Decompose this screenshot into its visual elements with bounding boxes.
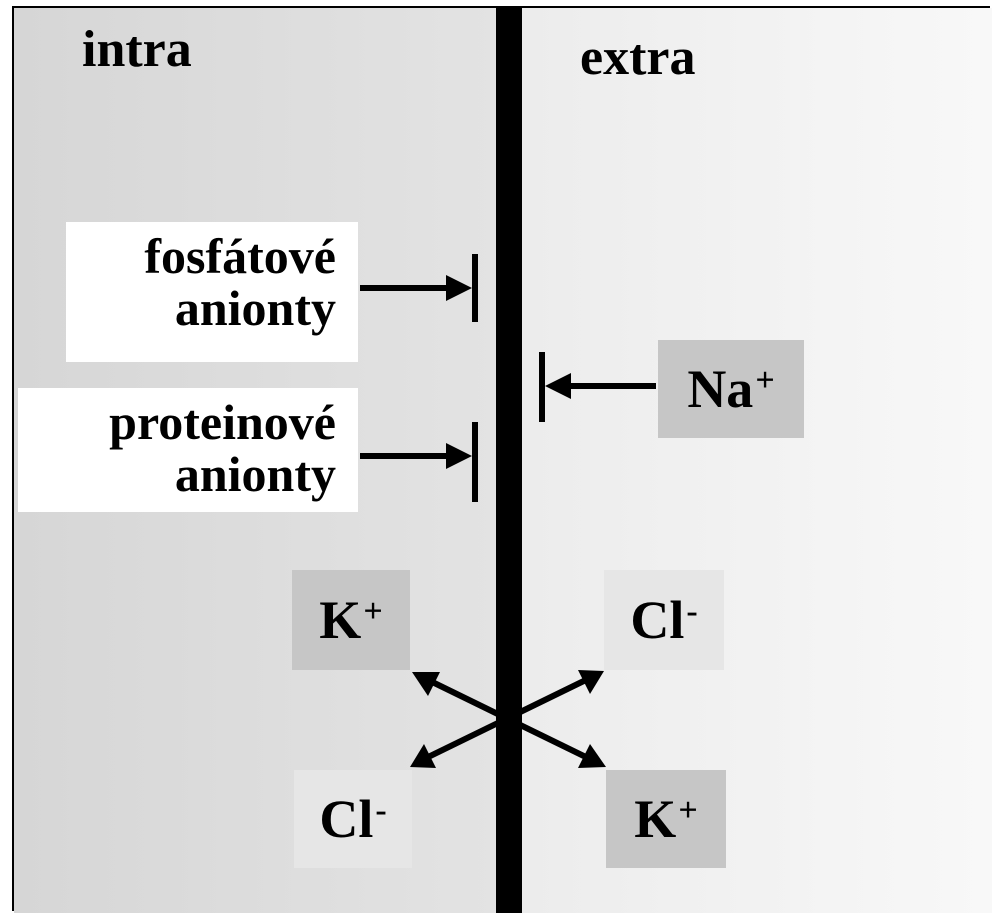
- protein-anions-label: proteinové anionty: [18, 388, 358, 512]
- k-intra-symbol: K: [319, 590, 362, 650]
- cl-ion-extra: Cl-: [604, 570, 724, 670]
- k-extra-charge: +: [678, 792, 698, 829]
- extra-title: extra: [580, 29, 696, 86]
- na-ion-extra: Na+: [658, 340, 804, 438]
- k-ion-intra: K+: [292, 570, 410, 670]
- k-intra-arrowhead: [412, 672, 440, 696]
- phosphate-arrowhead: [446, 275, 472, 301]
- na-charge: +: [755, 362, 775, 399]
- phosphate-anions-line2: anionty: [174, 280, 336, 336]
- cl-intra-charge: -: [375, 792, 387, 829]
- cl-ion-intra: Cl-: [294, 770, 412, 868]
- cl-extra-symbol: Cl: [630, 590, 685, 650]
- protein-anions-line2: anionty: [174, 446, 336, 502]
- cl-extra-charge: -: [686, 593, 698, 630]
- na-arrowhead: [545, 373, 571, 399]
- protein-anions-line1: proteinové: [109, 394, 336, 450]
- phosphate-anions-label: fosfátové anionty: [66, 222, 358, 362]
- k-extra-arrowhead: [578, 744, 606, 768]
- k-ion-extra: K+: [606, 770, 726, 868]
- k-extra-symbol: K: [634, 789, 677, 849]
- cl-intra-arrowhead: [410, 744, 436, 768]
- cell-membrane: [496, 6, 522, 913]
- k-intra-charge: +: [363, 593, 383, 630]
- na-symbol: Na: [687, 359, 754, 419]
- intra-title: intra: [82, 21, 192, 78]
- cl-intra-symbol: Cl: [319, 789, 374, 849]
- protein-arrowhead: [446, 443, 472, 469]
- phosphate-anions-line1: fosfátové: [144, 228, 336, 284]
- cl-extra-arrowhead: [578, 670, 604, 694]
- cl-exchange-arrow-line: [416, 673, 596, 765]
